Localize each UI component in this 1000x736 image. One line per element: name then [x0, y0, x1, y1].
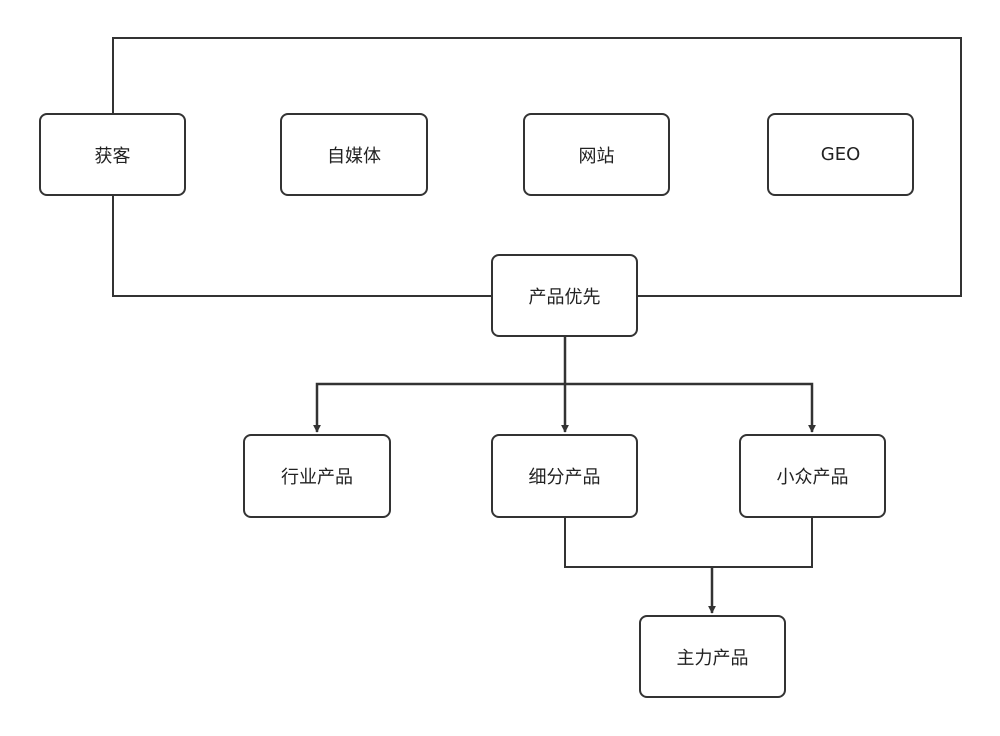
connector-chanpin-to-xiaozhong — [565, 382, 816, 433]
node-hangye-chanpin[interactable]: 行业产品 — [243, 434, 391, 518]
node-geo[interactable]: GEO — [767, 113, 914, 196]
node-chanpin-youxian[interactable]: 产品优先 — [491, 254, 638, 337]
node-xiaozhong-chanpin[interactable]: 小众产品 — [739, 434, 886, 518]
node-xifen-chanpin[interactable]: 细分产品 — [491, 434, 638, 518]
connector-chanpin-to-hangye — [313, 382, 565, 433]
connector-loop-top — [112, 37, 962, 297]
node-wangzhan[interactable]: 网站 — [523, 113, 670, 196]
connector-huoke-to-chanpin — [112, 196, 491, 297]
node-label: 细分产品 — [528, 467, 601, 488]
node-label: 主力产品 — [676, 647, 749, 669]
node-zhuli-chanpin[interactable]: 主力产品 — [639, 615, 786, 698]
connector-xifen-merge — [564, 518, 813, 568]
node-label: 产品优先 — [528, 286, 601, 308]
node-label: 小众产品 — [776, 467, 849, 488]
node-label: 网站 — [578, 145, 615, 167]
node-label: 自媒体 — [327, 145, 381, 167]
node-label: 行业产品 — [281, 467, 353, 488]
node-label: GEO — [820, 144, 861, 165]
node-huoke[interactable]: 获客 — [39, 113, 186, 196]
node-zimeiti[interactable]: 自媒体 — [280, 113, 428, 196]
node-label: 获客 — [94, 145, 131, 167]
